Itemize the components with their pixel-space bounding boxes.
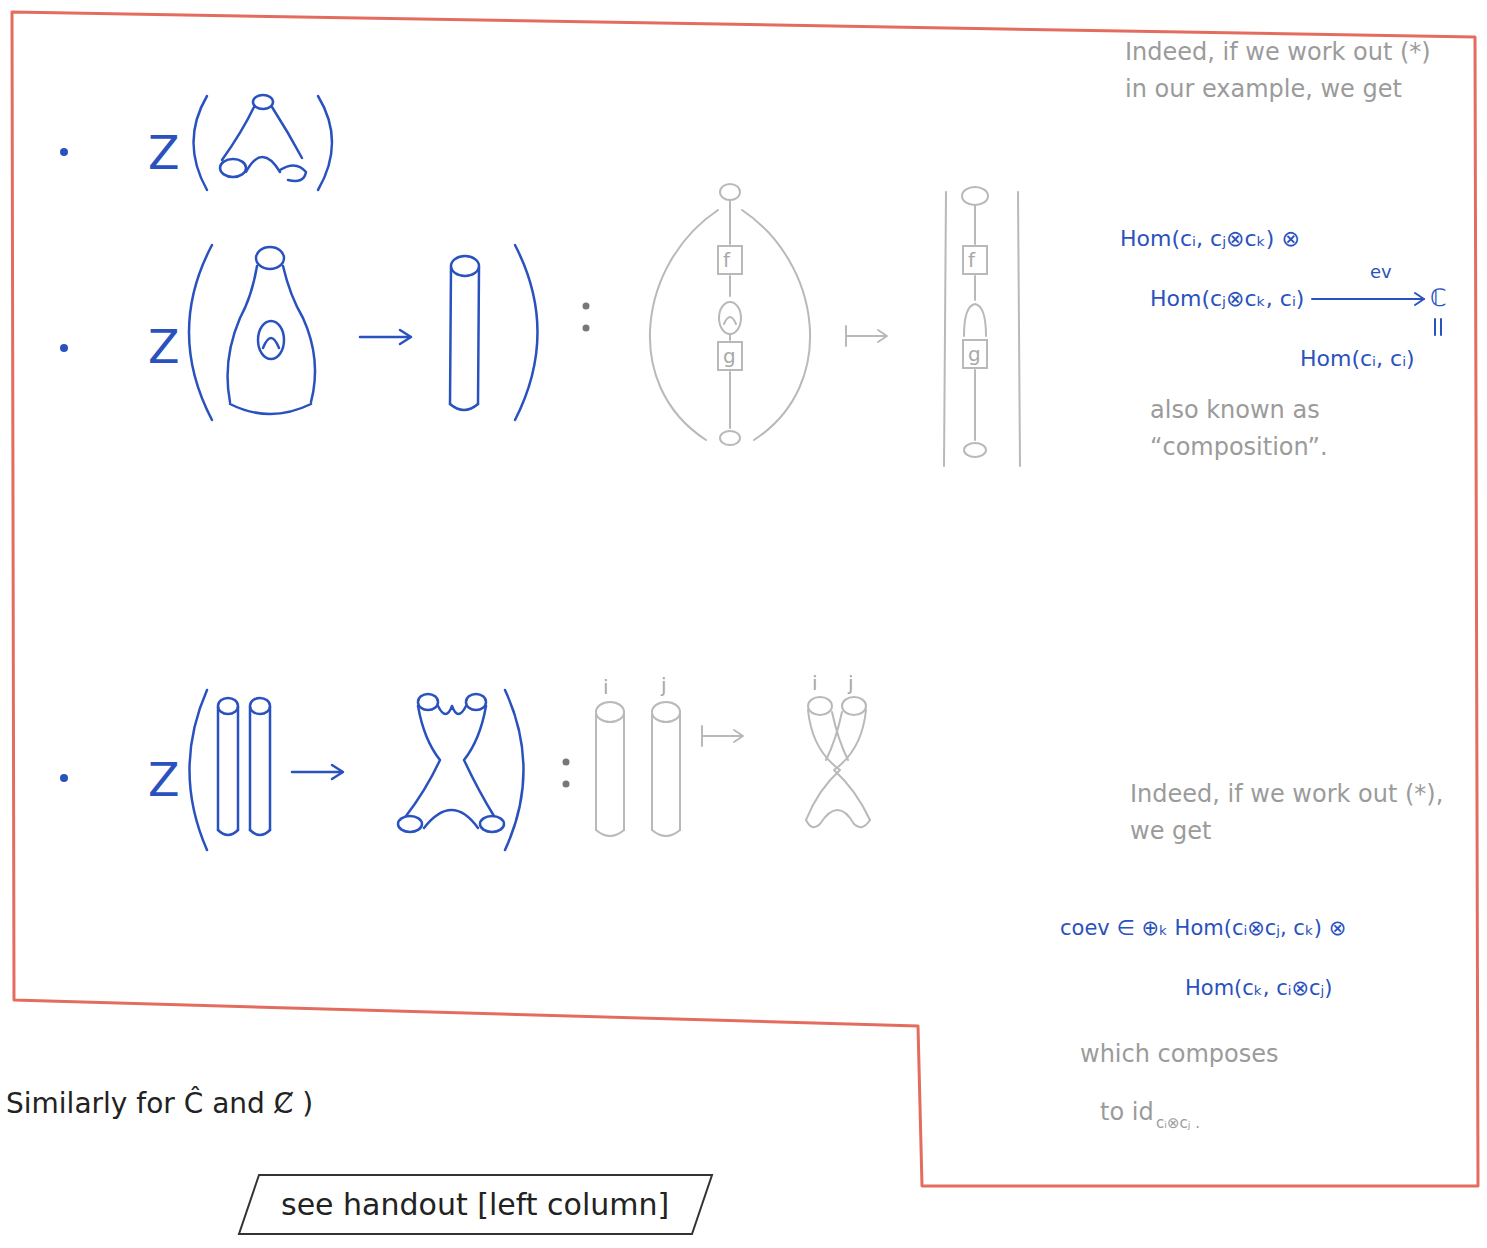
map-arrow: [360, 330, 411, 344]
box-text: see handout [left column]: [237, 1173, 714, 1236]
bullet: [60, 344, 68, 352]
formula: Hom(cₖ, cᵢ⊗cⱼ): [1185, 972, 1332, 1005]
two-cylinders: [190, 690, 524, 850]
reference-box: see handout [left column]: [237, 1173, 714, 1236]
box-text: g: [962, 339, 988, 369]
box-text: f: [717, 245, 743, 275]
map-arrow: [1415, 293, 1424, 305]
pencil-label: j: [848, 668, 854, 699]
box-text: g: [717, 341, 743, 371]
equals-sign: [1440, 319, 1442, 335]
bullet: [60, 148, 68, 156]
cylinder: [450, 256, 479, 410]
pencil-cylinder: [944, 187, 1020, 466]
box-border: [963, 246, 987, 274]
functor-symbol: Z: [148, 745, 180, 816]
formula: coev ∈ ⊕ₖ Hom(cᵢ⊗cⱼ, cₖ) ⊗: [1060, 912, 1346, 945]
pencil-cylinders: [596, 702, 680, 836]
pencil-surface: [650, 184, 810, 445]
surface-with-handle: [189, 245, 538, 420]
morphism-box: g: [717, 341, 743, 371]
colon: [563, 759, 570, 788]
subscript: cᵢ⊗cⱼ .: [1156, 1112, 1200, 1135]
morphism-box: f: [717, 245, 743, 275]
box-border: [718, 342, 742, 370]
morphism-box: g: [962, 339, 988, 369]
note-text: Indeed, if we work out (*) in our exampl…: [1125, 34, 1455, 108]
pants-surface: [194, 95, 333, 190]
box-border: [963, 340, 987, 368]
formula: Hom(cᵢ, cᵢ): [1300, 342, 1415, 376]
pencil-pants: [806, 697, 870, 827]
note-text: also known as “composition”.: [1150, 392, 1440, 466]
bullet: [60, 774, 68, 782]
map-label: ev: [1370, 258, 1392, 286]
cobordism-surface: [398, 694, 504, 832]
colon: [583, 303, 590, 332]
pencil-label: j: [661, 670, 667, 701]
pencil-label: i: [603, 672, 609, 703]
functor-symbol: Z: [148, 312, 180, 383]
maps-to-arrow: [846, 326, 887, 346]
box-border: [718, 246, 742, 274]
morphism-box: f: [962, 245, 988, 275]
formula: ℂ: [1430, 280, 1447, 317]
box-text: f: [962, 245, 988, 275]
frame-outline: [12, 12, 1478, 1186]
note-text: Indeed, if we work out (*), we get: [1130, 776, 1460, 850]
equals-sign: [1434, 319, 1436, 335]
formula: Hom(cᵢ, cⱼ⊗cₖ) ⊗: [1120, 222, 1300, 256]
map-arrow: [1312, 298, 1424, 300]
maps-to-arrow: [702, 726, 743, 746]
formula: Hom(cⱼ⊗cₖ, cᵢ): [1150, 282, 1304, 316]
remark-text: Similarly for Ĉ and Ȼ ): [6, 1082, 313, 1125]
pencil-label: i: [812, 668, 818, 699]
map-arrow: [292, 765, 343, 779]
note-text: to id: [1100, 1094, 1154, 1131]
note-text: which composes: [1080, 1036, 1279, 1073]
functor-symbol: Z: [148, 118, 180, 189]
